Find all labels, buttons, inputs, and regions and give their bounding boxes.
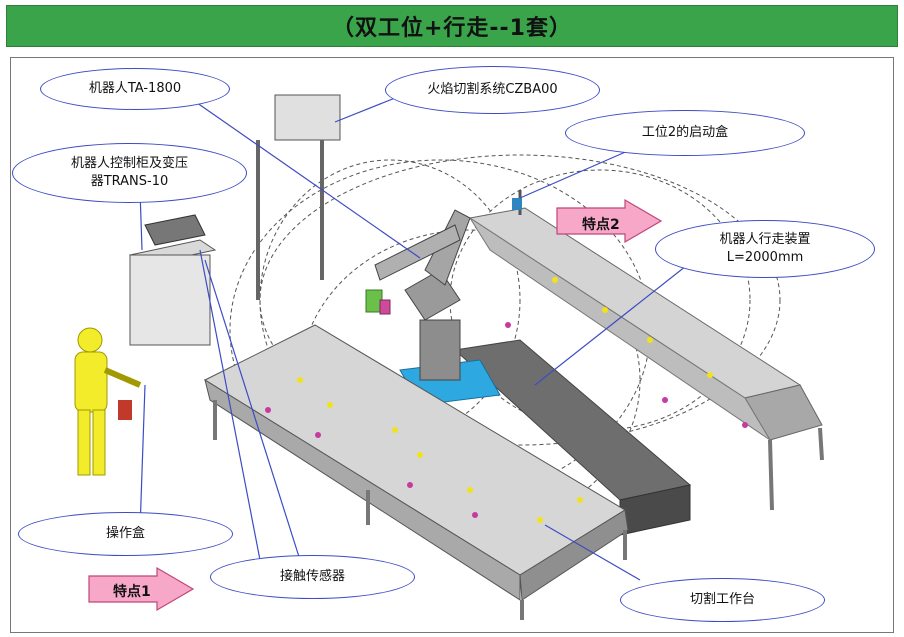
callout-robot-label: 机器人TA-1800	[88, 81, 182, 97]
cut-table-2	[468, 207, 824, 511]
callout-start-box-label: 工位2的启动盒	[641, 125, 729, 141]
control-cabinet	[128, 214, 217, 346]
callout-touch-sensor-label: 接触传感器	[279, 569, 345, 585]
station2-start-box	[512, 190, 522, 215]
illustration-frame	[10, 57, 894, 633]
callout-operator-box-label: 操作盒	[105, 526, 145, 542]
callout-flame-cutting-label: 火焰切割系统CZBA00	[427, 82, 558, 98]
callout-robot-track-line1: 机器人行走装置	[719, 232, 811, 248]
callout-robot-track-line2: L=2000mm	[726, 250, 804, 265]
feature2-arrow	[556, 198, 663, 244]
callout-flame-cutting: 火焰切割系统CZBA00	[385, 66, 600, 114]
callout-cut-table: 切割工作台	[620, 578, 825, 622]
title-bar: （双工位+行走--1套）	[6, 5, 898, 47]
feature1-arrow	[88, 566, 195, 612]
callout-touch-sensor: 接触传感器	[210, 555, 415, 599]
feature2-label: 特点2	[582, 217, 620, 233]
callout-control-cabinet-line1: 机器人控制柜及变压	[70, 156, 188, 172]
callout-cut-table-label: 切割工作台	[689, 592, 755, 608]
callout-control-cabinet: 机器人控制柜及变压 器TRANS-10	[12, 143, 247, 203]
callout-robot-track: 机器人行走装置 L=2000mm	[655, 220, 875, 278]
callout-control-cabinet-line2: 器TRANS-10	[90, 174, 169, 189]
callout-start-box: 工位2的启动盒	[565, 110, 805, 156]
feature1-label: 特点1	[113, 584, 151, 600]
cut-table-1	[203, 324, 629, 620]
table-pins	[265, 277, 748, 523]
robot-arm	[365, 209, 471, 381]
gas-control-station	[256, 94, 341, 300]
callout-robot: 机器人TA-1800	[40, 68, 230, 110]
callout-operator-box: 操作盒	[18, 512, 233, 556]
callout-leaders	[139, 91, 701, 581]
operator-figure	[74, 327, 142, 476]
page-title: （双工位+行走--1套）	[331, 16, 572, 41]
